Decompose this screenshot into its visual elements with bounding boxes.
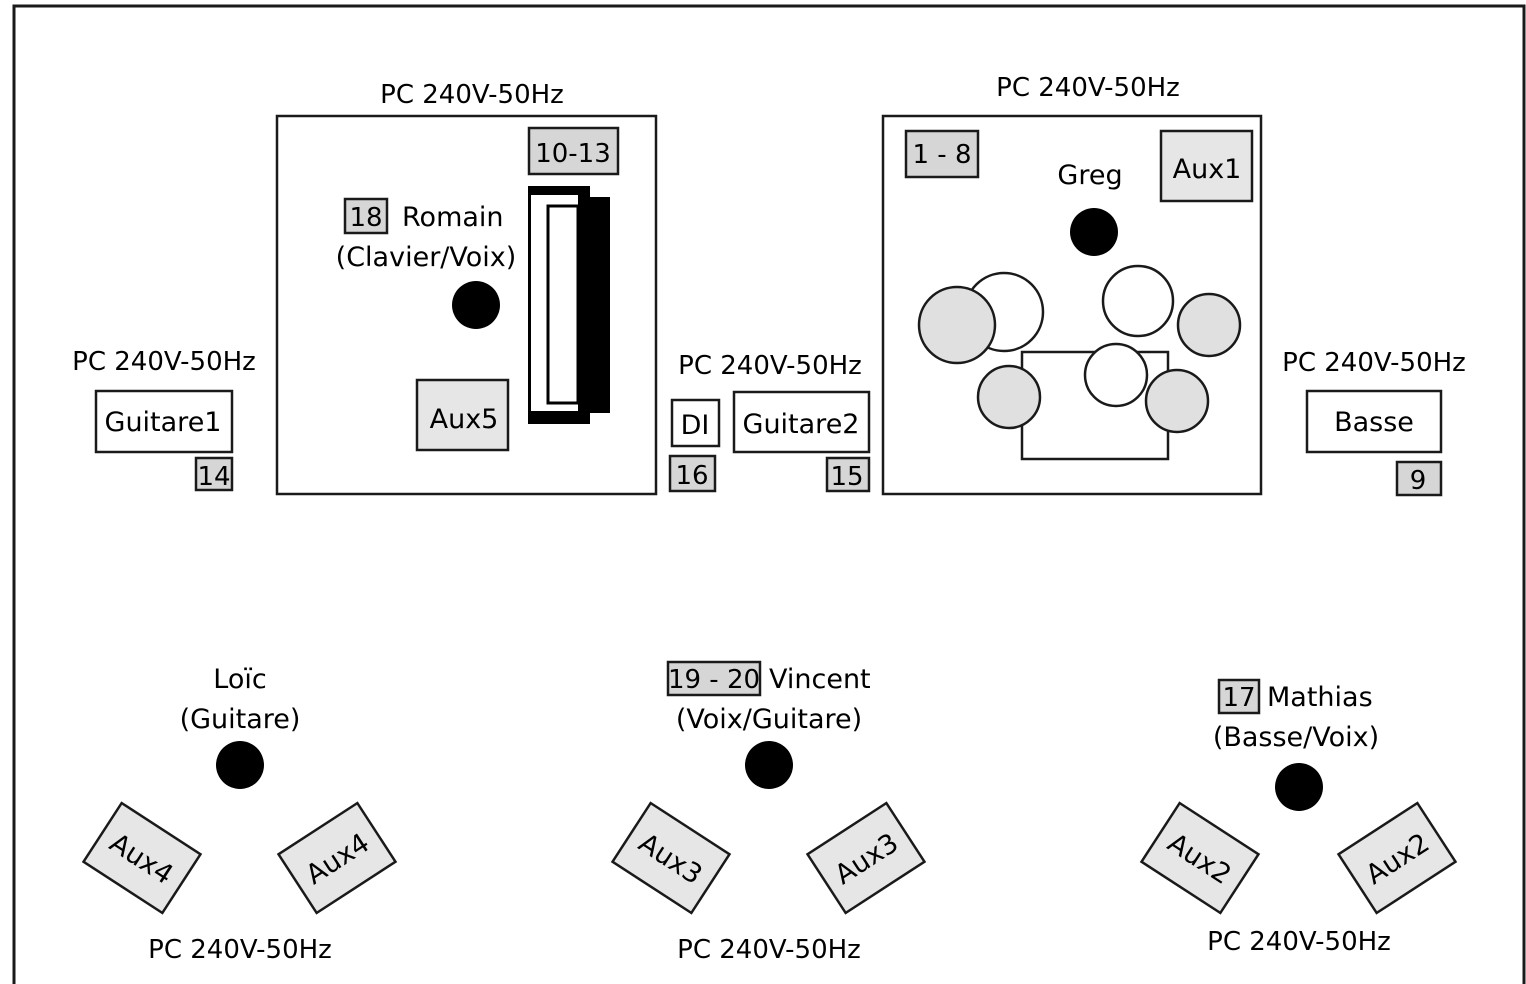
mathias-monitor-right: Aux2	[1336, 801, 1458, 915]
guitare2-channel: 15	[830, 462, 863, 492]
aux1-monitor: Aux1	[1159, 129, 1254, 203]
di-channel-badge: 16	[668, 454, 717, 493]
rack-tom	[1101, 264, 1175, 338]
vincent-channel-badge: 19 - 20	[666, 660, 762, 697]
romain-role: (Clavier/Voix)	[336, 242, 517, 273]
mathias-mic-icon	[1275, 763, 1323, 811]
basse-amp: Basse	[1305, 389, 1443, 454]
mathias-channel-badge: 17	[1217, 678, 1261, 715]
greg-name: Greg	[1057, 160, 1122, 191]
loic-name: Loïc	[213, 664, 266, 695]
romain-mic-channel: 18	[349, 203, 382, 233]
vincent-channel: 19 - 20	[668, 665, 760, 695]
loic-monitor-left: Aux4	[81, 801, 203, 915]
vincent-monitor-left: Aux3	[610, 801, 732, 915]
keys-power-label: PC 240V-50Hz	[380, 80, 564, 110]
mathias-role: (Basse/Voix)	[1213, 722, 1379, 753]
aux5-monitor: Aux5	[415, 378, 510, 452]
vincent-power-label: PC 240V-50Hz	[677, 935, 861, 965]
guitare1-channel-badge: 14	[194, 456, 234, 492]
guitare2-amp: Guitare2	[732, 390, 871, 454]
drums-channel-badge: 1 - 8	[904, 129, 980, 179]
romain-mic-icon	[452, 281, 500, 329]
aux5-label: Aux5	[430, 404, 499, 435]
guitare2-label: Guitare2	[743, 409, 860, 440]
drums-channel-text: 1 - 8	[913, 140, 972, 170]
basse-channel-badge: 9	[1395, 460, 1443, 497]
loic-power-label: PC 240V-50Hz	[148, 935, 332, 965]
mathias-channel: 17	[1222, 683, 1255, 713]
guitare1-amp: Guitare1	[94, 389, 234, 454]
mathias-power-label: PC 240V-50Hz	[1207, 927, 1391, 957]
hihat	[976, 364, 1042, 430]
keys-channel-text: 10-13	[535, 139, 611, 169]
loic-role: (Guitare)	[180, 704, 301, 735]
loic-mic-icon	[216, 741, 264, 789]
basse-power-label: PC 240V-50Hz	[1282, 348, 1466, 378]
drums-power-label: PC 240V-50Hz	[996, 73, 1180, 103]
loic-monitor-right: Aux4	[276, 801, 398, 915]
ride-cymbal	[1176, 292, 1242, 358]
basse-channel: 9	[1410, 466, 1427, 496]
vincent-monitor-right: Aux3	[805, 801, 927, 915]
romain-name: Romain	[402, 202, 504, 233]
keys-channel-badge: 10-13	[527, 126, 620, 176]
di-box: DI	[670, 398, 721, 448]
romain-mic-badge: 18	[343, 197, 389, 235]
keyboard-icon	[528, 186, 610, 424]
greg-mic-icon	[1070, 208, 1118, 256]
guitare2-channel-badge: 15	[825, 456, 871, 493]
drum-kit-icon	[917, 264, 1242, 461]
mathias-monitor-left: Aux2	[1139, 801, 1261, 915]
vincent-mic-icon	[745, 741, 793, 789]
stage-outline	[12, 4, 1526, 984]
mathias-name: Mathias	[1267, 682, 1373, 713]
guitare1-label: Guitare1	[105, 407, 222, 438]
vincent-name: Vincent	[769, 664, 871, 695]
di-channel: 16	[675, 461, 708, 491]
splash-cymbal	[1144, 368, 1210, 434]
guitare1-channel: 14	[197, 462, 230, 492]
basse-label: Basse	[1334, 407, 1414, 438]
snare	[1083, 342, 1149, 408]
vincent-role: (Voix/Guitare)	[676, 704, 862, 735]
crash-cymbal	[917, 285, 997, 365]
guitare2-power-label: PC 240V-50Hz	[678, 351, 862, 381]
di-label: DI	[681, 410, 710, 441]
guitare1-power-label: PC 240V-50Hz	[72, 347, 256, 377]
aux1-label: Aux1	[1173, 154, 1242, 185]
